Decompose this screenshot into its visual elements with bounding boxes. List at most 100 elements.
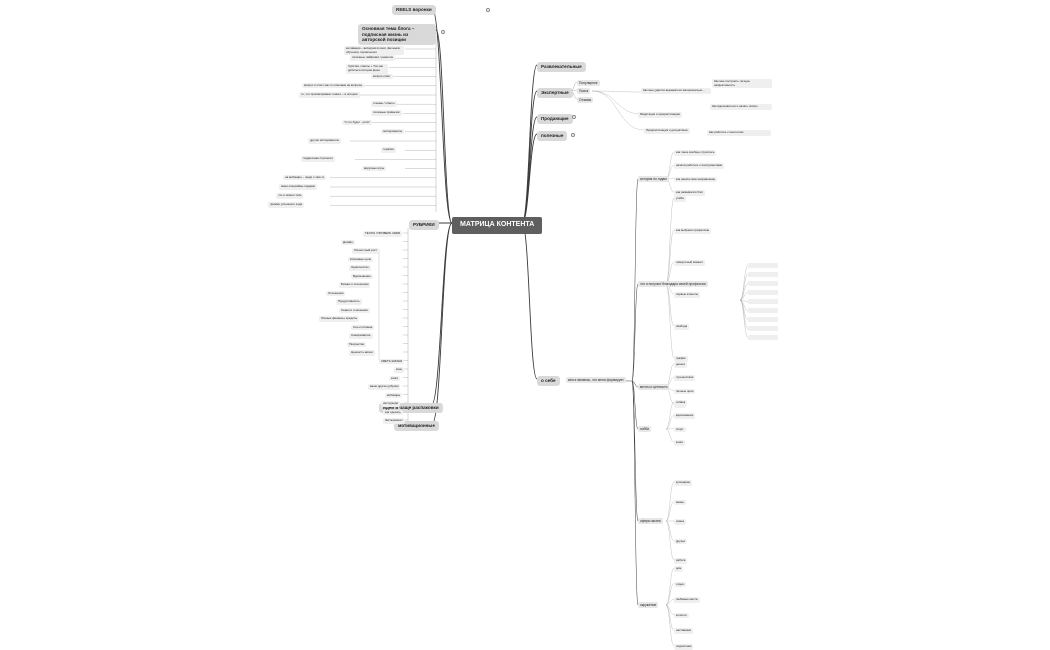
theme-item[interactable]: вопрос и ответ как-то отвечаем на вопрос… [302, 82, 365, 89]
branch-motivation[interactable]: мотивационные [394, 421, 439, 431]
expert-sub-3[interactable]: Отзывы [577, 97, 594, 104]
about-group[interactable]: хобби [638, 426, 652, 433]
rubric-item[interactable]: Сон и питание [351, 324, 375, 331]
theme-item[interactable]: терапии [381, 147, 396, 153]
branch-entertainment[interactable]: Развлекательные [537, 62, 586, 72]
expert-sub-2[interactable]: Поиск [577, 88, 591, 95]
rubric-item[interactable]: Вдохновение [351, 273, 373, 280]
theme-item[interactable]: пример успешного хода [268, 202, 304, 209]
rubric-item[interactable]: Дизайн [341, 239, 355, 246]
about-item[interactable]: спорт [674, 426, 686, 433]
branch-ideas[interactable]: идеи в чаще распаковки [379, 403, 443, 413]
about-item[interactable]: подписчики [674, 644, 694, 650]
rubric-item[interactable]: ТЕСТЫ / ПРОВЕРЬ СЕБЯ [363, 231, 403, 237]
about-item[interactable]: учёба [674, 196, 686, 202]
about-item[interactable]: книги [674, 440, 686, 446]
branch-reels[interactable]: REELS воронки [392, 5, 436, 15]
theme-item[interactable]: вопрос-ответ [371, 73, 393, 80]
about-item[interactable]: деньги [674, 362, 688, 368]
branch-about[interactable]: о себе [537, 376, 560, 386]
branch-selling[interactable]: Продающие [537, 114, 573, 124]
theme-item[interactable]: полезные лайфхаки / ремесла [350, 55, 395, 61]
theme-item[interactable]: отзывы / ответы [371, 101, 397, 107]
about-item[interactable]: как развивался блог [674, 190, 706, 196]
about-item[interactable]: начала работать с инструментами [674, 163, 725, 169]
expert-note[interactable]: Как работать с контентом [707, 130, 771, 136]
rubric-item[interactable]: книги [389, 375, 401, 382]
about-item[interactable]: мемы [674, 499, 686, 506]
about-item[interactable]: кулинария [674, 480, 692, 486]
rubric-item[interactable]: Личностный рост [352, 248, 380, 254]
about-item[interactable]: как выбрала профессию [674, 228, 712, 234]
rubric-item[interactable]: Продуктивность [336, 299, 362, 305]
branch-useful[interactable]: полезные [537, 131, 568, 141]
about-item[interactable]: друзья [674, 538, 688, 545]
branch-rubrics[interactable]: РУБРИКИ [409, 220, 439, 230]
theme-item[interactable]: другие эксперименты [308, 138, 341, 144]
rubric-item[interactable]: СВЕТЬ ЖИЗНИ [379, 358, 405, 365]
collapse-marker-icon[interactable] [441, 30, 445, 34]
branch-expert[interactable]: Экспертные [537, 88, 573, 98]
about-group[interactable]: история по годам [638, 176, 669, 183]
theme-item[interactable]: вирусные игры [362, 165, 387, 172]
collapse-marker-icon[interactable] [572, 115, 576, 119]
about-item[interactable]: как нашла своё направление [674, 176, 718, 183]
about-item[interactable]: личные цели [674, 388, 696, 395]
about-sub[interactable]: кем я являюсь, что меня формирует [566, 377, 626, 384]
rubric-item[interactable]: как сделать [383, 409, 403, 416]
rubric-item[interactable]: Ценность жизни [349, 350, 375, 356]
rubric-item[interactable]: Ключевые цели [348, 256, 374, 263]
rubric-item[interactable]: ваши другие рубрики [368, 384, 401, 390]
theme-item[interactable]: "я что будет - если" [342, 119, 373, 126]
rubric-item[interactable]: инструкции [381, 401, 401, 407]
theme-item[interactable]: на вебинаре – люди о чём-то [283, 174, 327, 181]
rubric-item[interactable]: Саморазвитие [349, 333, 373, 339]
expert-note[interactable]: Как вдохновиться и начать писать [710, 104, 772, 110]
expert-sub-1[interactable]: Популярное [577, 80, 600, 87]
rubric-item[interactable]: Эксперимент [383, 418, 405, 424]
theme-item[interactable]: полезные привычки [371, 110, 402, 117]
about-item[interactable]: первые клиенты [674, 292, 701, 298]
collapse-marker-icon[interactable] [571, 133, 575, 137]
theme-item[interactable]: мини-спецзайны-подарки [279, 184, 318, 190]
about-group[interactable]: окружение [638, 602, 659, 609]
about-item[interactable]: график [674, 356, 688, 362]
rubric-item[interactable]: вебинары [385, 392, 403, 399]
about-item[interactable]: свобода [674, 324, 690, 330]
expert-note[interactable]: Как мне удаётся выражаться эмоционально.… [641, 88, 711, 94]
theme-item[interactable]: то, что просматривают нового – в истории [299, 92, 360, 98]
about-item[interactable]: отдых [674, 581, 686, 588]
collapse-marker-icon[interactable] [486, 8, 490, 12]
about-item[interactable]: дом [674, 566, 684, 572]
about-item[interactable]: семья [674, 519, 687, 525]
expert-note[interactable]: Как мне построить личную эффективность [712, 79, 772, 89]
theme-item[interactable]: мотивация – вкладчик из книг, фильмов, о… [344, 46, 404, 56]
theme-item[interactable]: подарочная стратегия [301, 156, 335, 163]
about-item[interactable]: любимые места [674, 597, 700, 603]
theme-item[interactable]: что я сказал тебе [276, 193, 304, 199]
theme-item[interactable]: эксперименты [381, 128, 405, 135]
about-item[interactable]: работа [674, 558, 688, 564]
about-group[interactable]: сферы жизни [638, 518, 663, 525]
rubric-item[interactable]: кино [394, 367, 405, 373]
expert-note[interactable]: Медитация и прокрастинация [638, 112, 682, 118]
theme-item[interactable]: Чувства, советы + Топ как добиться истор… [346, 64, 388, 74]
about-item[interactable]: наставники [674, 628, 694, 635]
about-item[interactable]: путешествия [674, 375, 696, 381]
expert-note[interactable]: Прокрастинация и дисциплина [644, 128, 690, 134]
about-item[interactable]: вдохновение [674, 413, 696, 419]
rubric-item[interactable]: Творчество [347, 341, 367, 348]
rubric-item[interactable]: Одиночество [349, 265, 371, 271]
about-group[interactable]: мечты и ценности [638, 384, 670, 391]
about-item[interactable]: как такое вообще случилось [674, 150, 717, 156]
branch-main-theme[interactable]: Основная тема блога – подписная жизнь из… [358, 24, 436, 46]
about-item[interactable]: коллеги [674, 612, 689, 619]
rubric-item[interactable]: Бизнес и отношения [339, 282, 371, 288]
about-group[interactable]: что я получил благодаря своей профессии [638, 281, 708, 288]
rubric-item[interactable]: Семья и отношения [339, 307, 370, 314]
about-item[interactable]: поворотный момент [674, 260, 705, 266]
about-item[interactable]: собака [674, 400, 688, 406]
root-node[interactable]: МАТРИЦА КОНТЕНТА [452, 217, 543, 234]
rubric-item[interactable]: Отношения [326, 290, 346, 297]
rubric-item[interactable]: Личные финансы, кредиты [319, 316, 360, 322]
